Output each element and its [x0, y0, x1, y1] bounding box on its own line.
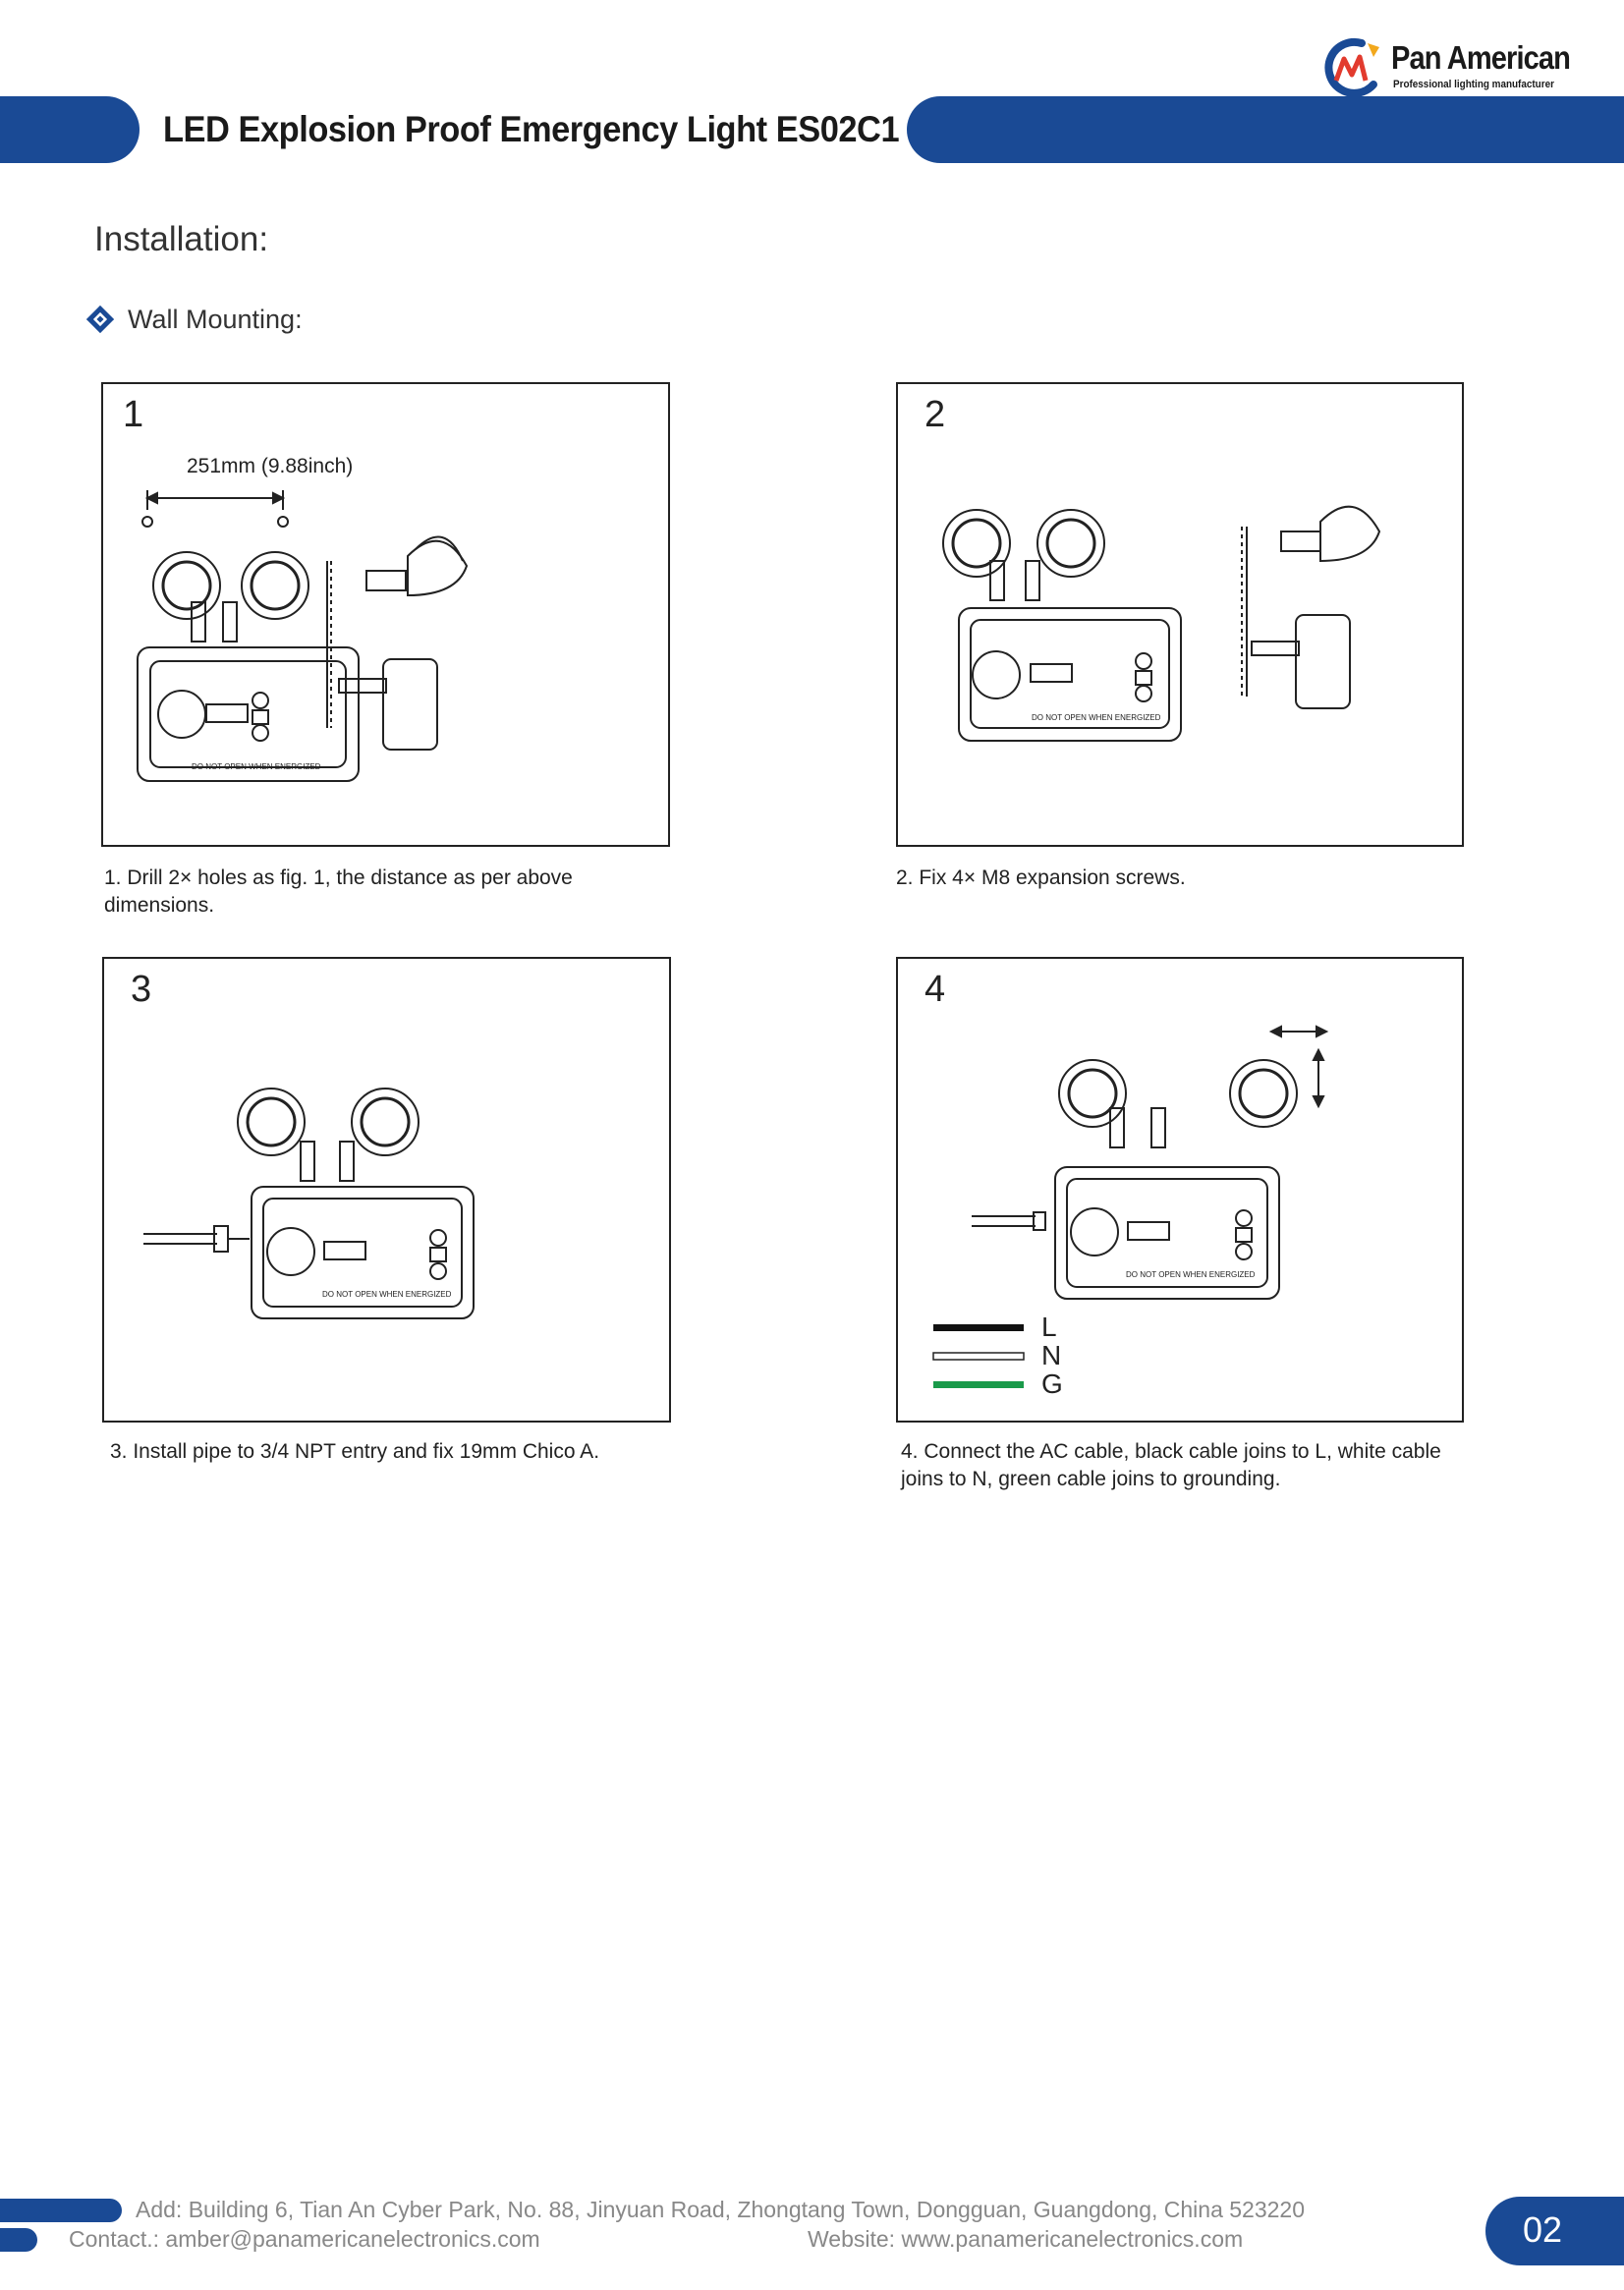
figure-4-caption: 4. Connect the AC cable, black cable joi…: [901, 1440, 1441, 1490]
footer-bar-small: [0, 2228, 37, 2252]
dimension-label: 251mm (9.88inch): [187, 455, 354, 477]
wire-label-n: N: [1041, 1340, 1062, 1370]
page-number: 02: [1523, 2209, 1563, 2250]
wall-mount-drawing: DO NOT OPEN WHEN ENERGIZED: [137, 490, 469, 782]
header-bar-left: [0, 96, 140, 163]
screw-fix-drawing: DO NOT OPEN WHEN ENERGIZED: [942, 505, 1381, 742]
wire-legend: [932, 1324, 1025, 1388]
pipe-install-drawing: DO NOT OPEN WHEN ENERGIZED: [143, 1088, 475, 1319]
figure-1: 1 251mm (9.88inch): [101, 382, 670, 847]
figure-number: 4: [924, 969, 946, 1010]
figure-4: 4 DO NOT OPEN WHEN ENERGIZED L N G: [896, 957, 1464, 1423]
wire-label-l: L: [1041, 1312, 1057, 1342]
device-label: DO NOT OPEN WHEN ENERGIZED: [1126, 1270, 1256, 1279]
subsection-title: Wall Mounting:: [128, 305, 303, 334]
footer-contact-email[interactable]: Contact.: amber@panamericanelectronics.c…: [69, 2226, 540, 2252]
device-label: DO NOT OPEN WHEN ENERGIZED: [192, 762, 321, 771]
figure-3-caption: 3. Install pipe to 3/4 NPT entry and fix…: [110, 1440, 600, 1463]
figure-2-caption: 2. Fix 4× M8 expansion screws.: [896, 866, 1186, 889]
brand-tagline: Professional lighting manufacturer: [1393, 79, 1554, 90]
wiring-drawing: DO NOT OPEN WHEN ENERGIZED: [932, 1025, 1329, 1388]
wire-g-line: [933, 1381, 1024, 1388]
footer-bar: [0, 2199, 122, 2222]
wire-label-g: G: [1041, 1368, 1063, 1399]
brand-logo-icon: [1324, 37, 1379, 96]
wire-l-line: [933, 1324, 1024, 1331]
footer-address: Add: Building 6, Tian An Cyber Park, No.…: [136, 2197, 1306, 2222]
header-bar-right: [907, 96, 1624, 163]
diamond-bullet-icon: [86, 306, 114, 333]
figure-1-caption: 1. Drill 2× holes as fig. 1, the distanc…: [104, 866, 573, 917]
figure-number: 1: [123, 394, 144, 435]
figure-2: 2 DO NOT OPEN WHEN ENERGIZED: [896, 382, 1464, 847]
device-label: DO NOT OPEN WHEN ENERGIZED: [1032, 713, 1161, 722]
page-number-badge: [1485, 2197, 1624, 2265]
section-title: Installation:: [94, 220, 269, 258]
figure-number: 2: [924, 394, 946, 435]
wire-n-line: [932, 1352, 1025, 1361]
figure-3: 3 DO NOT OPEN WHEN ENERGIZED: [102, 957, 671, 1423]
document-title: LED Explosion Proof Emergency Light ES02…: [163, 109, 900, 149]
brand-name: Pan American: [1391, 39, 1571, 76]
device-label: DO NOT OPEN WHEN ENERGIZED: [322, 1290, 452, 1299]
figure-number: 3: [131, 969, 152, 1010]
footer-website-link[interactable]: Website: www.panamericanelectronics.com: [808, 2226, 1244, 2252]
